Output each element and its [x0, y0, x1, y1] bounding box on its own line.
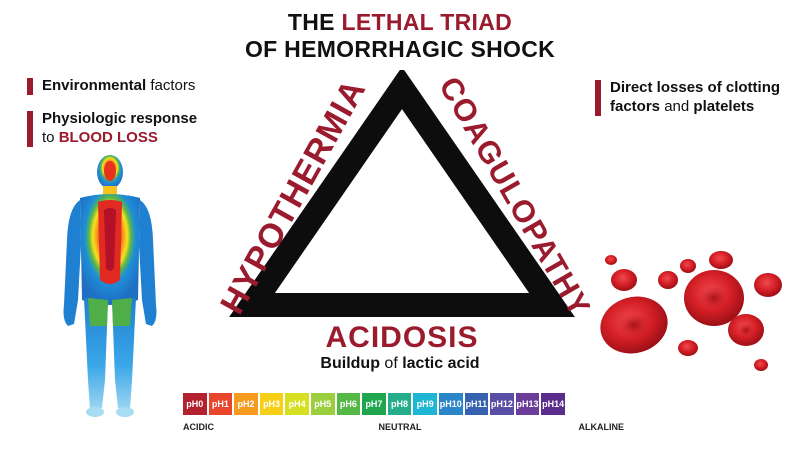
blood-cell [605, 255, 617, 265]
note-physio-to: to [42, 129, 59, 146]
note-bar [27, 78, 33, 95]
blood-cell [728, 314, 764, 346]
blood-cell [754, 359, 768, 371]
note-clotting: Direct losses of clotting factors and pl… [595, 78, 780, 116]
figure-right-foot [116, 407, 134, 417]
triad-label-coagulopathy: COAGULOPATHY [432, 71, 590, 323]
triad-label-acidosis: ACIDOSIS [325, 321, 478, 354]
ph-label-neutral: NEUTRAL [378, 422, 422, 432]
note-bar [595, 80, 601, 116]
blood-cell [658, 271, 678, 289]
ph-cell: pH8 [387, 393, 412, 415]
title-prefix: THE [287, 9, 342, 35]
note-lactic-buildup: Buildup [320, 355, 380, 372]
ph-cell: pH12 [490, 393, 514, 415]
ph-label-alkaline: ALKALINE [578, 422, 625, 432]
blood-cell [611, 269, 637, 291]
title-line-2: OF HEMORRHAGIC SHOCK [244, 36, 556, 62]
blood-cell [754, 273, 782, 297]
figure-right-arm [139, 200, 157, 326]
note-clotting-factors: factors [610, 98, 661, 115]
figure-head-core [104, 161, 116, 181]
diagram-title: THE LETHAL TRIAD OF HEMORRHAGIC SHOCK [0, 8, 800, 62]
note-physio-accent: BLOOD LOSS [58, 129, 158, 146]
ph-cell: pH11 [464, 393, 489, 415]
note-environmental-rest: factors [146, 77, 196, 94]
triad-label-hypothermia: HYPOTHERMIA [213, 73, 373, 321]
ph-cell: pH13 [515, 393, 540, 415]
ph-cell: pH10 [438, 393, 463, 415]
ph-cell: pH1 [208, 393, 233, 415]
ph-cell: pH6 [336, 393, 361, 415]
blood-cell [678, 340, 698, 356]
title-accent: LETHAL TRIAD [341, 9, 513, 35]
note-physiologic: Physiologic response to BLOOD LOSS [27, 109, 197, 147]
figure-left-arm [63, 200, 81, 326]
ph-cell: pH7 [362, 393, 386, 415]
ph-cell: pH14 [541, 393, 565, 415]
ph-cell: pH3 [259, 393, 284, 415]
blood-cell [600, 296, 668, 354]
blood-cell [709, 251, 733, 269]
blood-cell [680, 259, 696, 273]
ph-cell: pH5 [310, 393, 335, 415]
note-environmental: Environmental factors [27, 76, 195, 95]
figure-hip-heat [112, 298, 132, 326]
ph-cell: pH2 [234, 393, 258, 415]
lethal-triad-triangle: HYPOTHERMIA COAGULOPATHY ACIDOSIS [213, 70, 590, 354]
note-clotting-and: and [660, 98, 694, 115]
note-clotting-line1: Direct losses of clotting [610, 79, 781, 96]
note-bar [27, 111, 33, 147]
figure-neck [103, 186, 117, 196]
figure-left-foot [86, 407, 104, 417]
ph-label-acidic: ACIDIC [183, 422, 214, 432]
figure-hip-heat [88, 298, 108, 326]
note-physio-bold: Physiologic response [42, 110, 198, 127]
thermal-body-figure [63, 155, 157, 417]
note-lactic-acid: Buildup of lactic acid [0, 354, 800, 373]
red-blood-cells [600, 251, 782, 371]
ph-cell: pH4 [285, 393, 309, 415]
blood-cell [684, 270, 744, 326]
ph-cell: pH9 [413, 393, 437, 415]
note-lactic-acid-bold: lactic acid [402, 355, 480, 372]
note-lactic-of: of [379, 355, 403, 372]
figure-core-hot [104, 208, 116, 271]
title-line-1: THE LETHAL TRIAD [0, 8, 800, 36]
ph-cell: pH0 [183, 393, 207, 415]
note-environmental-bold: Environmental [42, 77, 147, 94]
note-clotting-platelets: platelets [693, 98, 755, 115]
triangle-outline [229, 70, 575, 317]
